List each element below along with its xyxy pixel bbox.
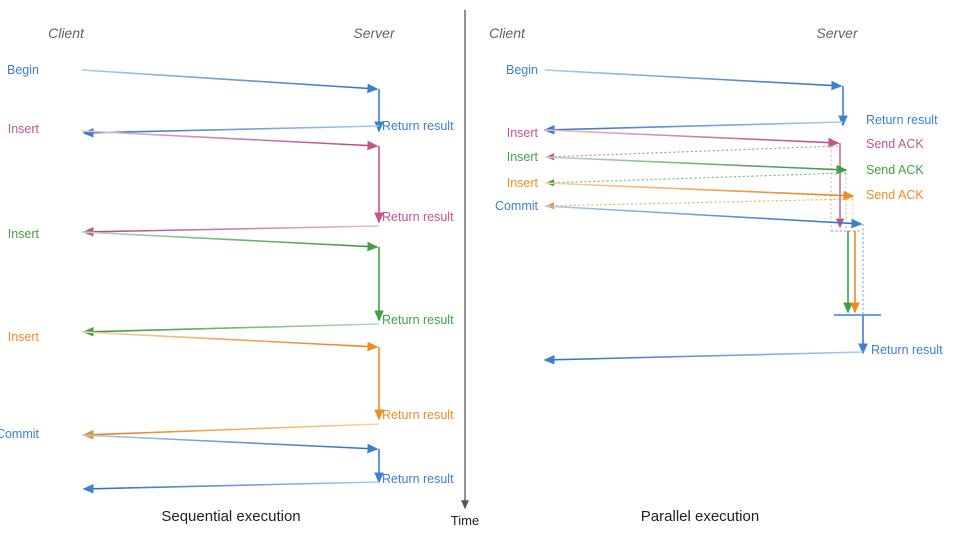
sequential-insert-1-response-arrow [82, 225, 380, 237]
time-axis-label: Time [451, 513, 479, 528]
parallel-op-commit: Commit Return result [495, 199, 943, 365]
parallel-insert-3-request-arrow [544, 182, 855, 201]
sequential-commit-request-label: Commit [0, 427, 40, 441]
parallel-begin-response-arrow [543, 121, 844, 135]
sequential-insert-1-response-label: Return result [382, 210, 454, 224]
parallel-op-begin: Begin Return result [506, 63, 938, 135]
sequential-insert-2-request-arrow [81, 231, 379, 252]
parallel-insert-2-ack-label: Send ACK [866, 163, 924, 177]
sequential-op-insert-3: Insert Return result [8, 330, 454, 440]
sequential-insert-3-response-label: Return result [382, 408, 454, 422]
parallel-caption: Parallel execution [641, 508, 759, 525]
sequential-commit-response-arrow [82, 481, 380, 494]
sequential-insert-3-response-arrow [82, 423, 380, 440]
sequential-client-label: Client [48, 25, 85, 41]
sequential-op-begin: Begin Return result [7, 63, 454, 138]
parallel-insert-3-ack-arrow [545, 198, 854, 210]
parallel-begin-response-label: Return result [866, 113, 938, 127]
sequential-op-insert-1: Insert Return result [8, 122, 454, 237]
sequential-begin-request-label: Begin [7, 63, 39, 77]
panel-parallel: Client Server Begin Return result Insert… [489, 25, 943, 525]
parallel-server-label: Server [816, 25, 859, 41]
sequential-begin-response-arrow [82, 125, 380, 138]
sequential-insert-1-request-label: Insert [8, 122, 40, 136]
parallel-commit-response-label: Return result [871, 343, 943, 357]
parallel-op-insert-2: Insert Send ACK [507, 150, 924, 314]
parallel-insert-1-request-label: Insert [507, 126, 539, 140]
sequential-caption: Sequential execution [161, 508, 300, 525]
sequential-insert-3-request-arrow [81, 331, 379, 352]
sequential-insert-2-request-label: Insert [8, 227, 40, 241]
parallel-commit-response-arrow [543, 351, 864, 365]
parallel-insert-3-ack-label: Send ACK [866, 188, 924, 202]
sequential-commit-response-label: Return result [382, 472, 454, 486]
parallel-commit-request-arrow [544, 205, 863, 229]
sequential-op-insert-2: Insert Return result [8, 227, 454, 337]
sequential-insert-3-request-label: Insert [8, 330, 40, 344]
parallel-client-label: Client [489, 25, 526, 41]
sequential-begin-response-label: Return result [382, 119, 454, 133]
sequential-begin-request-arrow [81, 69, 379, 94]
sequential-insert-1-request-arrow [81, 130, 379, 151]
parallel-insert-3-request-label: Insert [507, 176, 539, 190]
parallel-op-insert-3: Insert Send ACK [507, 176, 924, 314]
parallel-begin-request-label: Begin [506, 63, 538, 77]
sequential-server-label: Server [353, 25, 396, 41]
parallel-op-insert-1: Insert Send ACK [507, 126, 924, 232]
time-axis: Time [451, 10, 479, 528]
panel-sequential: Client Server Begin Return result Insert… [0, 25, 454, 525]
parallel-insert-2-request-arrow [544, 156, 848, 175]
parallel-insert-1-ack-arrow [545, 145, 839, 161]
sequential-insert-2-response-label: Return result [382, 313, 454, 327]
sequential-op-commit: Commit Return result [0, 427, 454, 494]
sequential-insert-2-response-arrow [82, 323, 380, 337]
parallel-begin-request-arrow [544, 69, 843, 91]
parallel-insert-1-request-arrow [544, 129, 840, 148]
parallel-insert-1-ack-label: Send ACK [866, 137, 924, 151]
parallel-insert-2-ack-arrow [545, 172, 847, 187]
sequential-commit-request-arrow [81, 434, 379, 454]
parallel-insert-2-request-label: Insert [507, 150, 539, 164]
parallel-commit-request-label: Commit [495, 199, 539, 213]
